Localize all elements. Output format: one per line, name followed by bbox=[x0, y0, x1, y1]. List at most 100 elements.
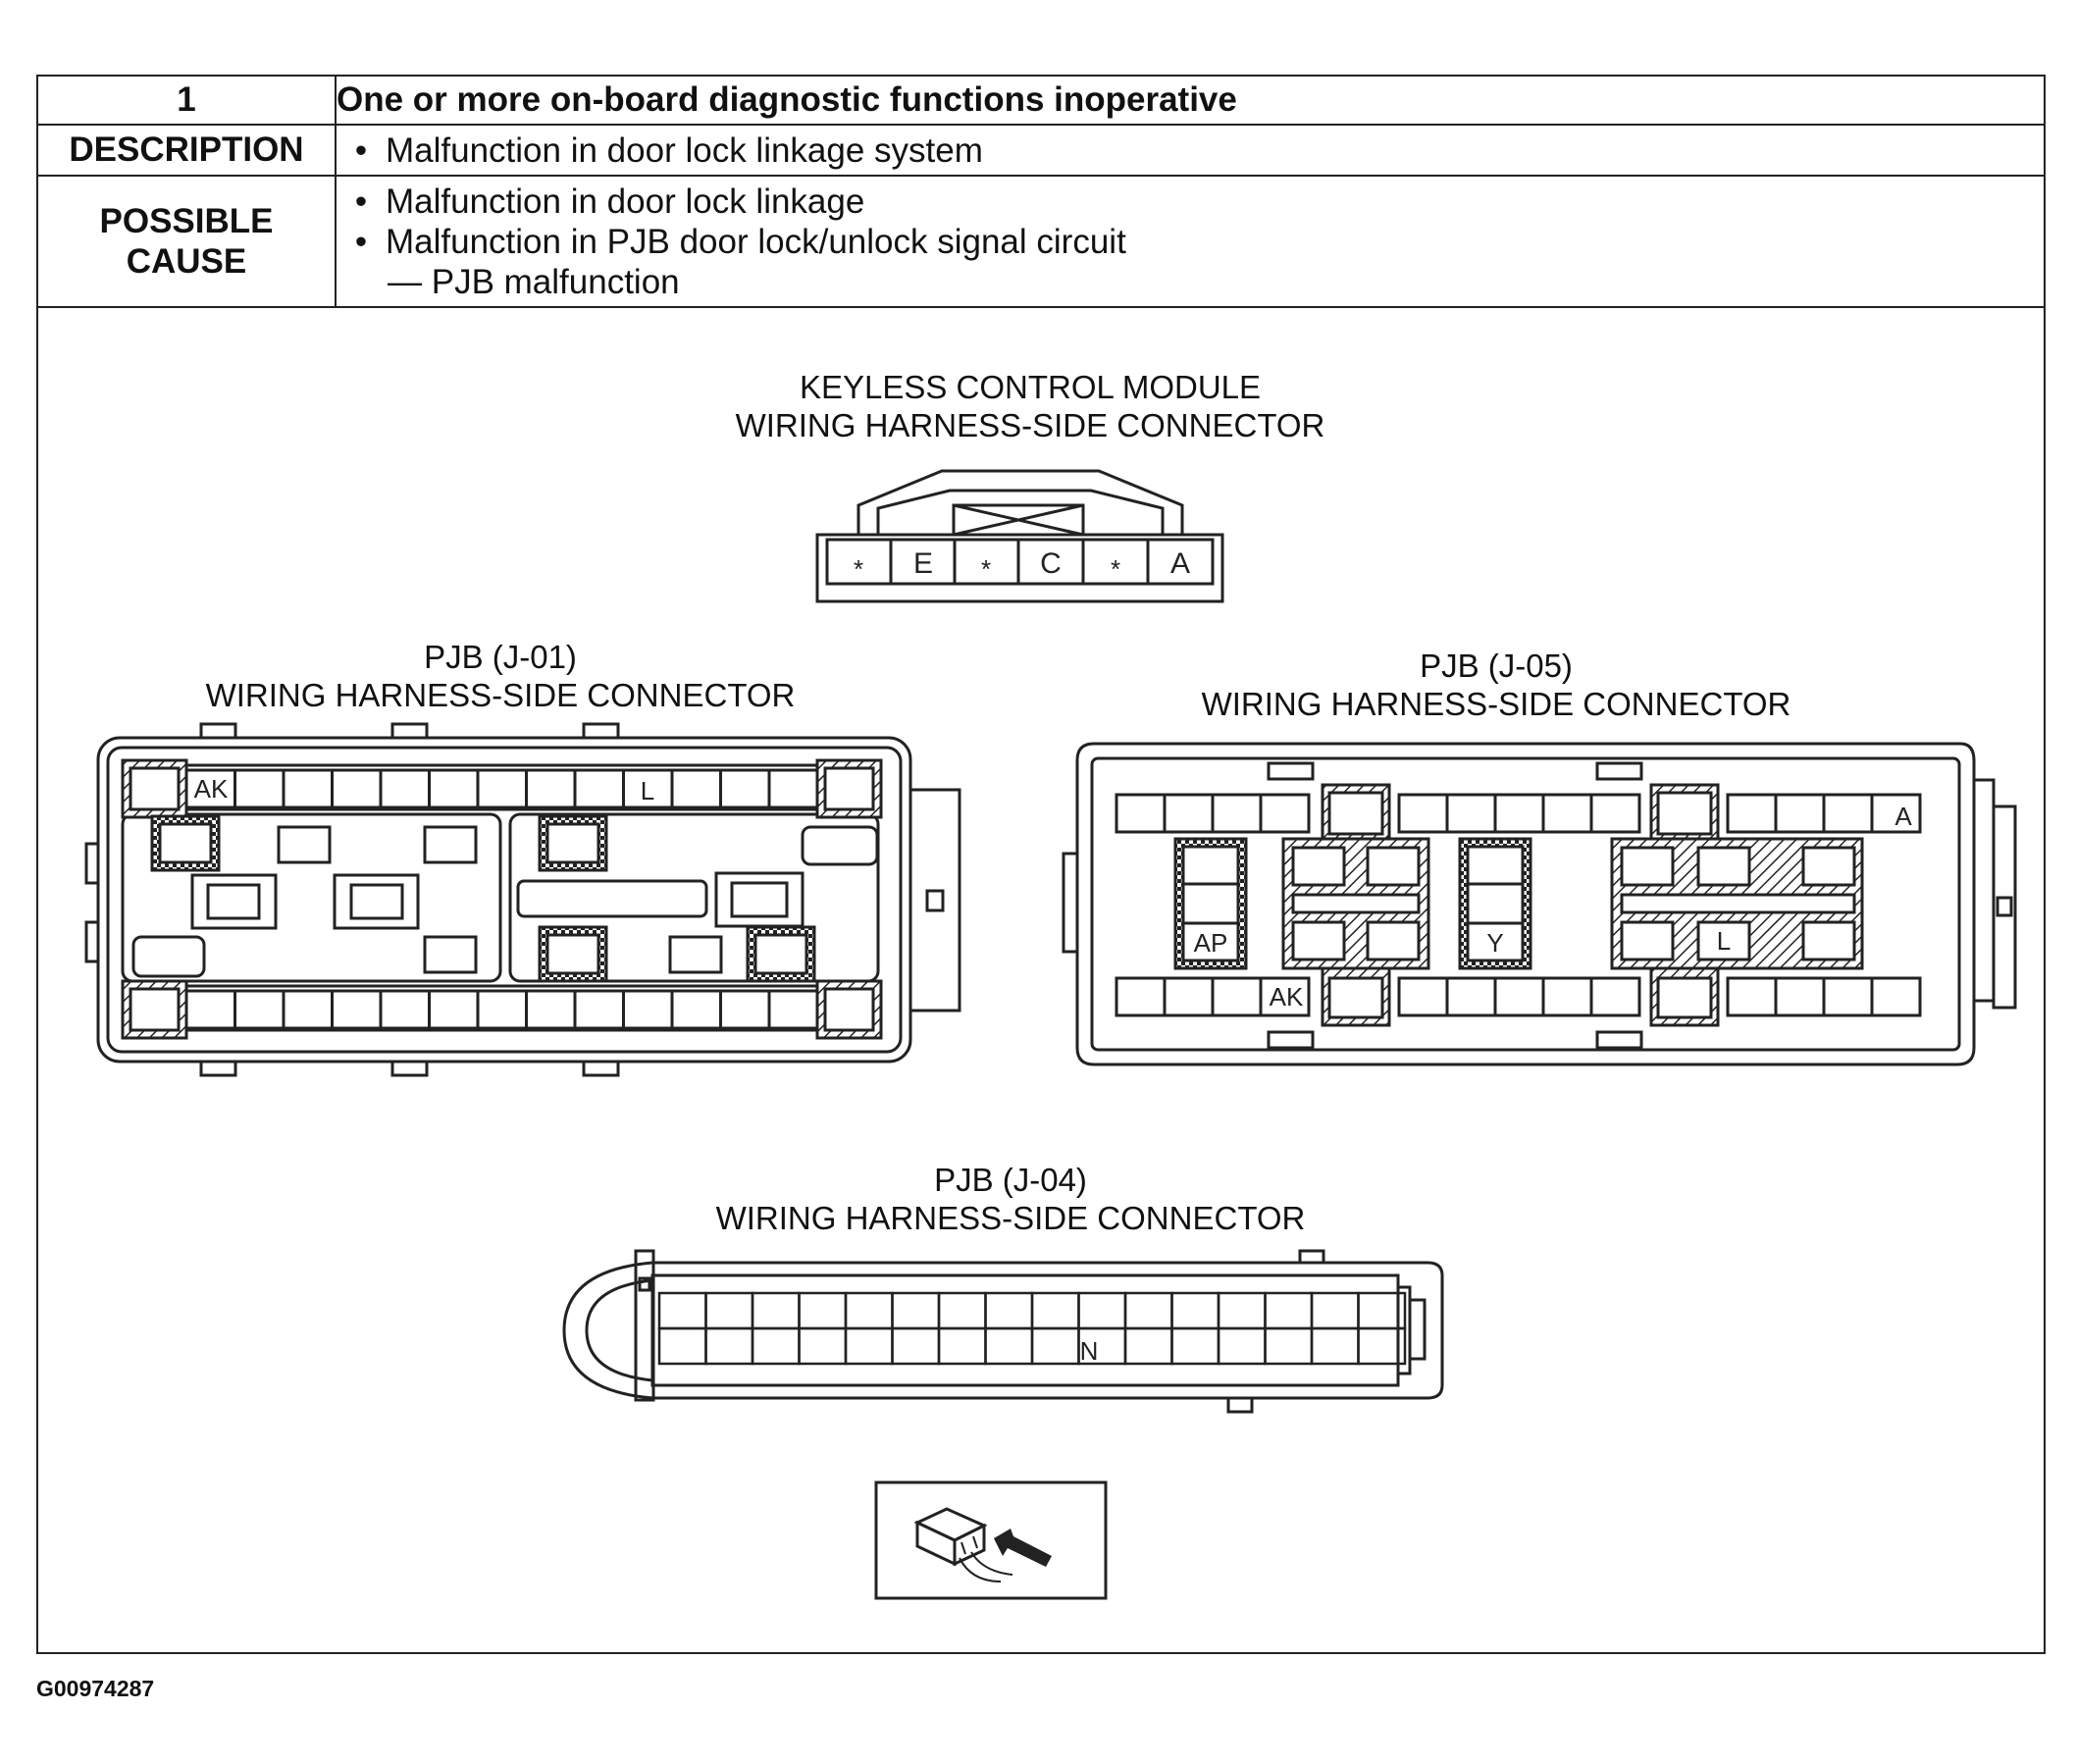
j01-bottom-cells bbox=[184, 989, 819, 1030]
pin-cavity bbox=[657, 1326, 707, 1366]
harness-side-probe-icon bbox=[874, 1480, 1108, 1600]
pin-cavity bbox=[1774, 793, 1826, 834]
pin-cavity bbox=[1774, 976, 1826, 1017]
pin-cavity bbox=[1123, 1291, 1173, 1330]
pin-cavity bbox=[1726, 793, 1778, 834]
kcm-pin-labels: * E * C * A bbox=[854, 547, 1190, 584]
pin-cavity bbox=[704, 1326, 754, 1366]
pin-cavity bbox=[1163, 793, 1215, 834]
pin-cavity bbox=[844, 1326, 894, 1366]
j05-pin-labels: A AP Y L AK bbox=[1194, 802, 1913, 1012]
pin-cavity bbox=[1822, 976, 1874, 1017]
j05-inner-cavities bbox=[1173, 783, 1864, 1027]
pin-cavity bbox=[1030, 1291, 1080, 1330]
pin-cavity bbox=[1030, 1326, 1080, 1366]
kcm-pin-label: C bbox=[1040, 547, 1062, 580]
pin-cavity bbox=[844, 1291, 894, 1330]
j05-pin-ak-label: AK bbox=[1270, 982, 1304, 1012]
pin-cavity bbox=[984, 1291, 1034, 1330]
pin-cavity bbox=[891, 1291, 941, 1330]
pin-cavity bbox=[1264, 1291, 1314, 1330]
description-label: DESCRIPTION bbox=[36, 124, 337, 177]
pin-cavity bbox=[1259, 793, 1311, 834]
pin-cavity bbox=[1493, 976, 1545, 1017]
pin-cavity bbox=[331, 989, 383, 1030]
pin-cavity bbox=[1870, 793, 1922, 834]
pin-cavity bbox=[1397, 976, 1449, 1017]
pin-cavity bbox=[476, 989, 528, 1030]
j05-pin-l-label: L bbox=[1717, 926, 1731, 956]
cause-item: Malfunction in door lock linkage bbox=[386, 182, 865, 221]
pin-cavity bbox=[798, 1326, 848, 1366]
j01-pin-labels: AK L bbox=[194, 774, 655, 805]
pin-cavity bbox=[1123, 1326, 1173, 1366]
pin-cavity bbox=[1589, 976, 1641, 1017]
pin-cavity bbox=[1115, 793, 1167, 834]
pin-cavity bbox=[622, 989, 674, 1030]
pin-cavity bbox=[282, 989, 334, 1030]
pin-cavity bbox=[282, 768, 334, 809]
pin-cavity bbox=[1170, 1291, 1220, 1330]
pin-cavity bbox=[751, 1326, 801, 1366]
pin-cavity bbox=[657, 1291, 707, 1330]
pin-cavity bbox=[525, 989, 577, 1030]
pin-cavity bbox=[184, 989, 236, 1030]
description-cell: •Malfunction in door lock linkage system bbox=[335, 124, 2046, 177]
step-number: 1 bbox=[36, 75, 337, 126]
pin-cavity bbox=[184, 768, 236, 809]
table-row: POSSIBLE CAUSE •Malfunction in door lock… bbox=[36, 175, 2046, 308]
pin-cavity bbox=[1115, 976, 1167, 1017]
j01-connector-title: PJB (J-01) WIRING HARNESS-SIDE CONNECTOR bbox=[205, 639, 796, 713]
kcm-pin-label: * bbox=[1111, 554, 1120, 584]
j05-pin-a-label: A bbox=[1894, 802, 1912, 831]
j05-bottom-cells bbox=[1115, 976, 1922, 1017]
pin-cavity bbox=[1726, 976, 1778, 1017]
pin-cavity bbox=[751, 1291, 801, 1330]
pin-cavity bbox=[767, 989, 819, 1030]
step-title: One or more on-board diagnostic function… bbox=[335, 75, 2046, 126]
pin-cavity bbox=[1264, 1326, 1314, 1366]
pin-cavity bbox=[719, 989, 771, 1030]
pin-cavity bbox=[1310, 1291, 1360, 1330]
pin-cavity bbox=[1445, 976, 1497, 1017]
pin-cavity bbox=[1493, 793, 1545, 834]
pin-cavity bbox=[476, 768, 528, 809]
possible-cause-label: POSSIBLE CAUSE bbox=[36, 175, 337, 308]
pin-cavity bbox=[1541, 976, 1593, 1017]
j04-pin-labels: N bbox=[1080, 1336, 1099, 1366]
pin-cavity bbox=[1310, 1326, 1360, 1366]
j05-pin-y-label: Y bbox=[1486, 928, 1503, 958]
list-item: •Malfunction in door lock linkage bbox=[354, 182, 865, 221]
description-item: Malfunction in door lock linkage system bbox=[386, 130, 983, 170]
pin-cavity bbox=[428, 989, 480, 1030]
pin-cavity bbox=[1397, 793, 1449, 834]
cause-subitem: — PJB malfunction bbox=[388, 262, 680, 301]
kcm-pin-label: * bbox=[981, 554, 991, 584]
pin-cavity bbox=[1217, 1326, 1267, 1366]
j04-connector-title: PJB (J-04) WIRING HARNESS-SIDE CONNECTOR bbox=[715, 1162, 1306, 1236]
pin-cavity bbox=[1211, 793, 1263, 834]
possible-cause-cell: •Malfunction in door lock linkage •Malfu… bbox=[335, 175, 2046, 308]
pin-cavity bbox=[1357, 1326, 1407, 1366]
pin-cavity bbox=[234, 989, 285, 1030]
pin-cavity bbox=[1163, 976, 1215, 1017]
pin-cavity bbox=[331, 768, 383, 809]
pin-cavity bbox=[573, 989, 625, 1030]
kcm-connector-title: KEYLESS CONTROL MODULE WIRING HARNESS-SI… bbox=[735, 369, 1325, 443]
j01-pin-l-label: L bbox=[641, 776, 654, 805]
pin-cavity bbox=[1259, 976, 1311, 1017]
table-row: 1 One or more on-board diagnostic functi… bbox=[36, 75, 2046, 126]
list-item: •Malfunction in PJB door lock/unlock sig… bbox=[354, 222, 1126, 261]
pin-cavity bbox=[704, 1291, 754, 1330]
pin-cavity bbox=[767, 768, 819, 809]
kcm-connector bbox=[815, 469, 1224, 603]
j05-connector bbox=[1062, 742, 2017, 1066]
kcm-pin-label: A bbox=[1170, 547, 1190, 580]
j01-top-cells bbox=[184, 768, 819, 809]
pin-cavity bbox=[1870, 976, 1922, 1017]
pin-cavity bbox=[1445, 793, 1497, 834]
j05-top-cells bbox=[1115, 793, 1922, 834]
list-item: •Malfunction in door lock linkage system bbox=[354, 130, 983, 170]
j04-connector bbox=[562, 1249, 1444, 1414]
